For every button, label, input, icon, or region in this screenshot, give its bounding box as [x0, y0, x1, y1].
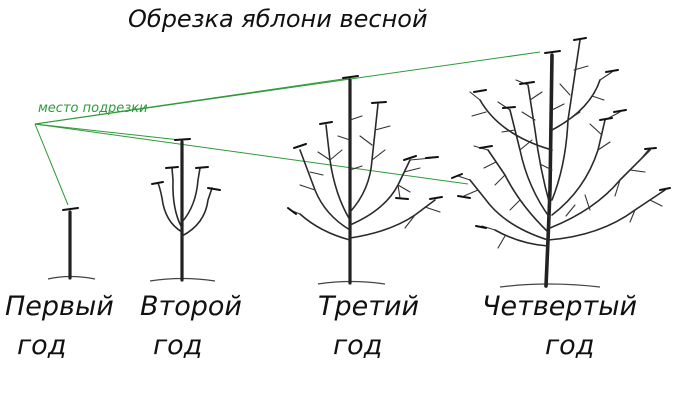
year-label-first-line2: год: [17, 330, 66, 361]
year-label-fourth-line1: Четвертый: [482, 291, 637, 322]
year-label-third-line1: Третий: [318, 291, 419, 322]
year-label-third: Третий год: [318, 291, 419, 361]
year-label-second-line2: год: [153, 330, 202, 361]
tree-second-year: [149, 138, 221, 282]
cut-point-label: место подрезки: [38, 101, 148, 116]
year-label-second: Второй год: [140, 291, 242, 361]
year-label-first-line1: Первый: [5, 291, 114, 322]
tree-third-year: [287, 75, 443, 285]
cut-point-pointers: [34, 51, 541, 206]
year-label-first: Первый год: [5, 291, 114, 361]
year-label-second-line1: Второй: [140, 291, 242, 322]
tree-first-year: [47, 207, 96, 280]
tree-fourth-year: [451, 37, 671, 288]
year-label-fourth-line2: год: [545, 330, 594, 361]
year-label-fourth: Четвертый год: [482, 291, 637, 361]
year-label-third-line2: год: [333, 330, 382, 361]
diagram-title: Обрезка яблони весной: [128, 5, 428, 33]
